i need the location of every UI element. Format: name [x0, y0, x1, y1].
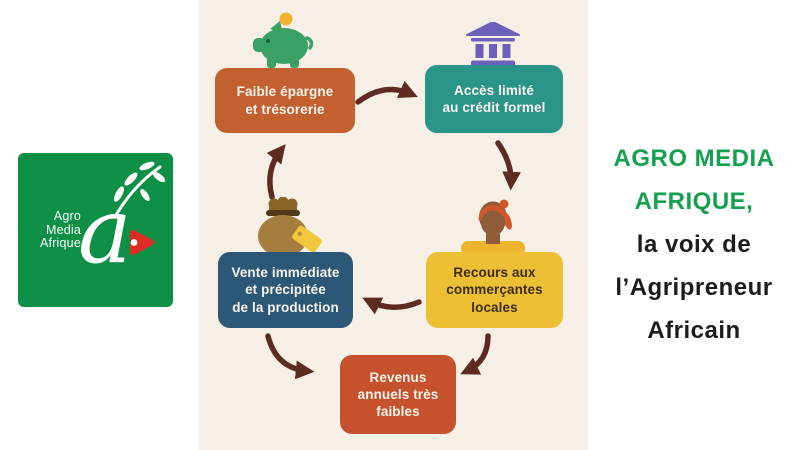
tagline-brand-line-1: AGRO MEDIA	[613, 145, 775, 172]
logo-word-agro: Agro	[53, 209, 81, 223]
node-credit-formel: Accès limité au crédit formel	[425, 65, 563, 133]
tagline-line-5: Africain	[647, 317, 741, 344]
node-commercantes: Recours aux commerçantes locales	[426, 252, 563, 328]
arrow-sale-to-income	[265, 333, 315, 380]
agro-media-afrique-logo: Agro Media Afrique a	[18, 153, 173, 307]
logo-word-afrique: Afrique	[39, 236, 81, 250]
arrow-savings-to-credit	[355, 80, 418, 105]
node-label: Vente immédiate et précipitée de la prod…	[231, 265, 340, 315]
node-revenus-faibles: Revenus annuels très faibles	[340, 355, 456, 434]
node-label: Faible épargne et trésorerie	[236, 84, 334, 117]
tagline-brand-line-2: AFRIQUE,	[634, 188, 754, 215]
node-label: Recours aux commerçantes locales	[446, 265, 543, 315]
cycle-diagram-panel: Faible épargne et trésorerie Accès limit…	[199, 0, 588, 450]
logo-wordmark: Agro Media Afrique	[18, 209, 81, 251]
node-vente-immediate: Vente immédiate et précipitée de la prod…	[218, 252, 353, 328]
node-label: Accès limité au crédit formel	[442, 82, 546, 115]
cycle-arrows	[265, 80, 521, 380]
price-tag-icon	[292, 225, 322, 253]
tagline-line-3: la voix de	[636, 231, 752, 258]
bank-icon	[466, 22, 520, 66]
node-faible-epargne: Faible épargne et trésorerie	[215, 68, 355, 133]
money-bag-icon	[258, 197, 322, 257]
tagline-line-4: l’Agripreneur	[615, 274, 773, 301]
logo-a-leaf-mark: a	[78, 161, 166, 284]
piggy-bank-icon	[253, 12, 314, 68]
logo-a-glyph: a	[78, 179, 132, 284]
arrow-traders-to-sale	[362, 297, 422, 315]
woman-vendor-icon	[461, 199, 525, 256]
play-button-icon	[130, 230, 154, 255]
logo-word-media: Media	[45, 222, 81, 237]
node-label: Revenus annuels très faibles	[357, 369, 439, 420]
arrow-traders-to-income	[460, 333, 491, 375]
arrow-sale-to-savings	[266, 144, 286, 200]
tagline: AGRO MEDIA AFRIQUE, la voix de l’Agripre…	[588, 0, 800, 450]
arrow-credit-to-traders	[495, 140, 521, 191]
leaf-branch-icon	[114, 161, 166, 217]
